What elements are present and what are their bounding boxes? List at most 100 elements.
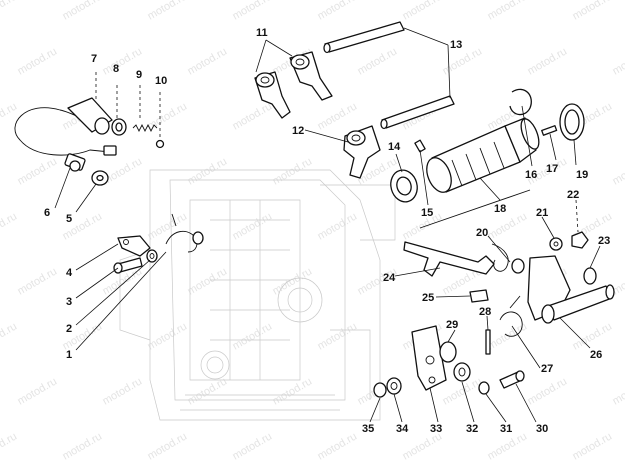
watermark-text: motod.ru (611, 45, 625, 77)
part-25-bolt (469, 289, 489, 303)
watermark-text: motod.ru (611, 375, 625, 407)
part-17-pin (541, 125, 558, 136)
callout-12: 12 (292, 125, 304, 137)
part-5-washer (91, 170, 109, 186)
part-4-plate (117, 235, 151, 257)
part-7-neutral-switch (67, 97, 113, 135)
callout-7: 7 (91, 53, 97, 65)
part-15-pin (414, 139, 426, 153)
callout-23: 23 (598, 235, 610, 247)
watermark-text: motod.ru (526, 45, 570, 77)
watermark-text: motod.ru (231, 430, 275, 462)
watermark-text: motod.ru (186, 45, 230, 77)
part-18-shift-drum (419, 117, 540, 229)
callout-30: 30 (536, 423, 548, 435)
watermark-text: motod.ru (101, 375, 145, 407)
callout-11: 11 (256, 27, 268, 39)
watermark-text: motod.ru (231, 0, 275, 23)
watermark-text: motod.ru (186, 155, 230, 187)
watermark-text: motod.ru (186, 265, 230, 297)
part-30-bolt (499, 370, 525, 389)
watermark-text: motod.ru (316, 320, 360, 352)
watermark-text: motod.ru (16, 45, 60, 77)
watermark-text: motod.ru (146, 100, 190, 132)
callout-3: 3 (66, 296, 72, 308)
callout-28: 28 (479, 306, 491, 318)
part-13-fork-shafts (323, 21, 455, 130)
callout-13: 13 (450, 39, 462, 51)
part-6-sensor-wire (14, 107, 117, 172)
watermark-text: motod.ru (231, 320, 275, 352)
callout-24: 24 (383, 272, 396, 284)
callout-33: 33 (430, 423, 442, 435)
watermark-text: motod.ru (146, 430, 190, 462)
leader-lines (54, 27, 601, 423)
watermark-text: motod.ru (316, 100, 360, 132)
watermark-text: motod.ru (401, 0, 445, 23)
watermark-text: motod.ru (0, 210, 19, 242)
callout-18: 18 (494, 203, 506, 215)
watermark-text: motod.ru (271, 265, 315, 297)
part-27-return-spring (499, 295, 523, 337)
watermark-text: motod.ru (146, 0, 190, 23)
part-9-spring (132, 123, 158, 133)
watermark-text: motod.ru (441, 45, 485, 77)
callout-10: 10 (155, 75, 167, 87)
watermark-text: motod.ru (16, 375, 60, 407)
watermark-text: motod.ru (0, 0, 19, 23)
watermark-text: motod.ru (271, 155, 315, 187)
engine-block-ghost (119, 169, 396, 421)
callout-25: 25 (422, 292, 434, 304)
callout-26: 26 (590, 349, 602, 361)
watermark-text: motod.ru (356, 45, 400, 77)
watermark-text: motod.ru (401, 430, 445, 462)
part-1-spring (165, 213, 204, 253)
watermark-text: motod.ru (61, 0, 105, 23)
watermark-text: motod.ru (486, 210, 530, 242)
watermark-text: motod.ru (526, 375, 570, 407)
callout-27: 27 (541, 363, 553, 375)
callout-2: 2 (66, 323, 72, 335)
callout-4: 4 (66, 267, 73, 279)
watermark-text: motod.ru (0, 320, 19, 352)
watermark-text: motod.ru (146, 320, 190, 352)
watermark-text: motod.ru (231, 210, 275, 242)
callout-9: 9 (136, 69, 142, 81)
part-29-bearing (439, 341, 457, 363)
part-22-nut (571, 199, 589, 249)
part-8-o-ring (111, 118, 127, 136)
callout-31: 31 (500, 423, 512, 435)
part-35-circlip (373, 382, 387, 398)
callout-numbers: 1 2 3 4 5 6 7 8 9 10 11 12 13 14 15 16 1… (44, 27, 610, 435)
callout-1: 1 (66, 349, 72, 361)
part-19-ring (559, 103, 585, 141)
watermark-text: motod.ru (61, 430, 105, 462)
part-33-stopper-plate (411, 325, 447, 391)
part-28-bolt (485, 329, 491, 355)
callout-8: 8 (113, 63, 119, 75)
watermark-text: motod.ru (571, 430, 615, 462)
callout-21: 21 (536, 207, 548, 219)
part-10-ball (155, 139, 165, 149)
watermark-text: motod.ru (486, 430, 530, 462)
part-16-circlip (509, 88, 532, 116)
watermark-text: motod.ru (0, 100, 19, 132)
part-24-gear-segment-arm (403, 241, 495, 277)
callout-35: 35 (362, 423, 374, 435)
part-31-washer (478, 381, 490, 395)
watermark-text: motod.ru (146, 210, 190, 242)
callout-16: 16 (525, 169, 537, 181)
watermark-text: motod.ru (571, 0, 615, 23)
part-12-shift-fork (343, 125, 381, 179)
part-21-washer (549, 237, 563, 251)
part-32-washer (453, 362, 471, 382)
callout-22: 22 (567, 189, 579, 201)
callout-19: 19 (576, 169, 588, 181)
part-20-spring (491, 243, 525, 274)
watermark-text: motod.ru (101, 155, 145, 187)
watermark-text: motod.ru (16, 265, 60, 297)
part-26-shift-shaft (527, 255, 615, 324)
watermark-text: motod.ru (0, 430, 19, 462)
part-34-washer (386, 377, 402, 395)
